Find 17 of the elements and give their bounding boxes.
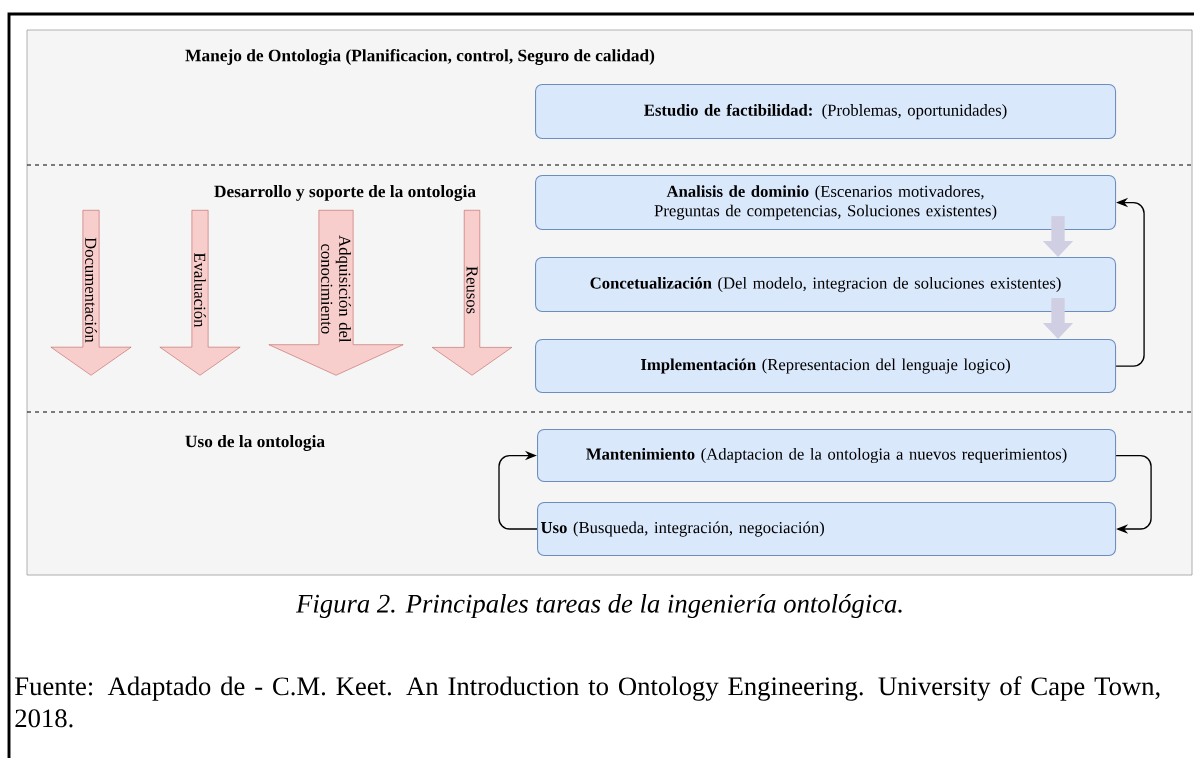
- activity-banner: Reusos: [431, 210, 513, 376]
- arrow: [498, 450, 538, 530]
- node-label: Desarrollo y soporte de la ontologia: [214, 185, 476, 201]
- activity-banner: Documentación: [50, 210, 132, 376]
- source-note: Fuente: Adaptado de - C.M. Keet. An Introduction to Ontology Engineering. University of Cape Town, 2018.: [15, 676, 1160, 728]
- node-label: Manejo de Ontologia (Planificacion, control, Seguro de calidad): [185, 48, 655, 66]
- arrow: [1115, 454, 1152, 534]
- activity-banner: Adquisición del conocimiento: [268, 210, 404, 376]
- task-box: Uso (Busqueda, integración, negociación): [537, 502, 1117, 557]
- task-box: Implementación (Representacion del lenguaje logico): [535, 339, 1117, 394]
- task-box: Analisis de dominio (Escenarios motivadores, Preguntas de competencias, Soluciones existentes): [535, 175, 1117, 231]
- activity-banner: Evaluación: [159, 210, 241, 376]
- node-label: Uso de la ontologia: [185, 435, 325, 451]
- task-box: Mantenimiento (Adaptacion de la ontologia a nuevos requerimientos): [537, 429, 1117, 483]
- task-box: Estudio de factibilidad: (Problemas, oportunidades): [535, 84, 1117, 140]
- caption: Figura 2. Principales tareas de la ingeniería ontológica.: [295, 593, 902, 619]
- task-box: Concetualización (Del modelo, integracion de soluciones existentes): [535, 257, 1117, 313]
